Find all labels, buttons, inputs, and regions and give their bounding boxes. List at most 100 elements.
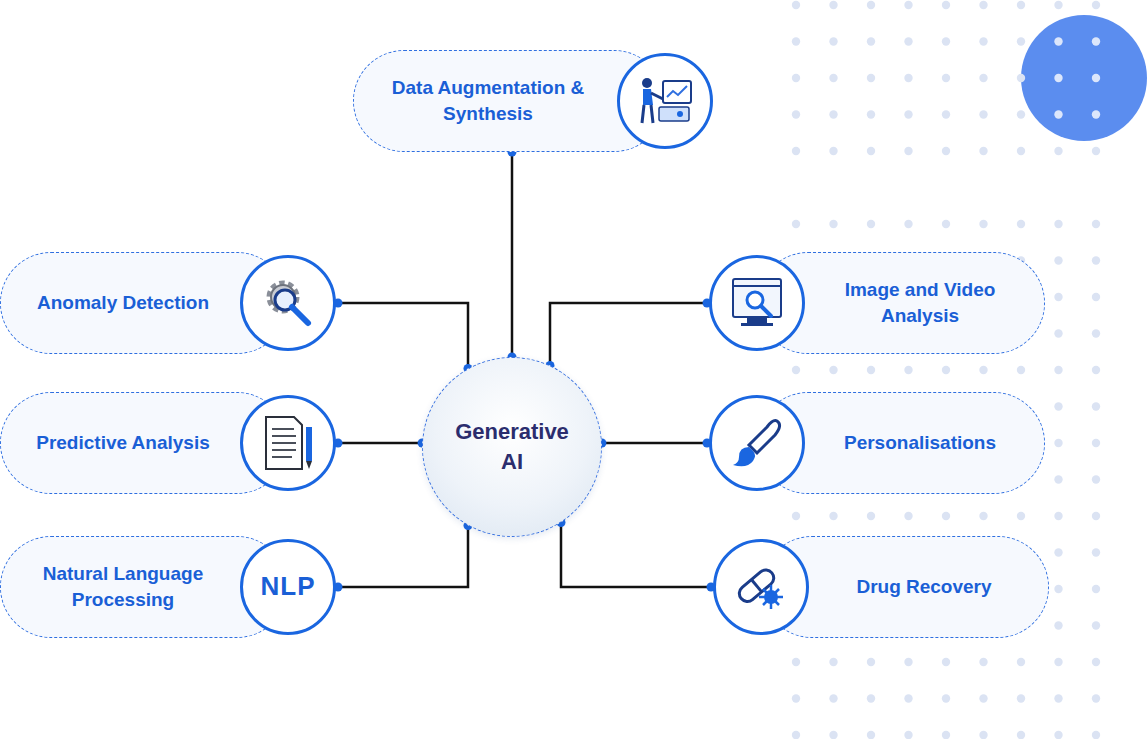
topic-pill: Data Augmentation & Synthesis <box>353 50 715 152</box>
decor-dot <box>979 658 987 666</box>
icon-text-node: NLP <box>243 542 333 632</box>
topic-icon <box>635 71 695 131</box>
decor-dot <box>1092 439 1100 447</box>
node-label: Personalisations <box>844 430 996 456</box>
decor-dot <box>904 658 912 666</box>
decor-dot <box>979 147 987 155</box>
decor-dot <box>904 694 912 702</box>
decor-dot <box>979 694 987 702</box>
decor-dot <box>1017 366 1025 374</box>
icon-circle: NLP <box>240 539 336 635</box>
decor-dot <box>1092 293 1100 301</box>
decor-dot <box>829 512 837 520</box>
decor-dot <box>1017 512 1025 520</box>
decor-dot <box>867 74 875 82</box>
decor-dot <box>904 37 912 45</box>
decor-dot <box>979 731 987 739</box>
decor-dot <box>1092 37 1100 45</box>
decor-dot <box>1017 694 1025 702</box>
decor-dot <box>829 731 837 739</box>
decor-dot <box>1054 548 1062 556</box>
connector-line <box>511 152 514 357</box>
decor-dot <box>942 110 950 118</box>
decor-dot <box>904 1 912 9</box>
decor-dot <box>867 220 875 228</box>
decor-dot <box>1054 37 1062 45</box>
decor-dot <box>792 110 800 118</box>
decor-dot <box>942 37 950 45</box>
topic-pill: Natural Language ProcessingNLP <box>0 536 338 638</box>
decor-dot <box>942 74 950 82</box>
decor-dot <box>792 1 800 9</box>
decor-dot <box>942 512 950 520</box>
decor-dot <box>1092 694 1100 702</box>
decor-dot <box>792 366 800 374</box>
decor-dot <box>1092 74 1100 82</box>
decor-dot <box>979 512 987 520</box>
decor-dot <box>867 658 875 666</box>
connector-line <box>550 303 707 365</box>
icon-circle <box>709 255 805 351</box>
decor-dot <box>829 658 837 666</box>
decor-dot <box>1054 293 1062 301</box>
hub-circle: Generative AI <box>422 357 602 537</box>
decor-circle <box>1021 15 1147 141</box>
decor-dot <box>1054 585 1062 593</box>
node-label: Predictive Analysis <box>36 430 210 456</box>
decor-dot <box>829 147 837 155</box>
node-label: Natural Language Processing <box>14 561 232 612</box>
decor-dot <box>1054 74 1062 82</box>
decor-dot <box>904 147 912 155</box>
node-label: Drug Recovery <box>856 574 991 600</box>
topic-pill: Anomaly Detection <box>0 252 338 354</box>
decor-dot <box>792 37 800 45</box>
decor-dot <box>792 731 800 739</box>
decor-dot <box>792 658 800 666</box>
decor-dot <box>1092 658 1100 666</box>
decor-dot <box>904 110 912 118</box>
decor-dot <box>1017 110 1025 118</box>
decor-dot <box>1054 512 1062 520</box>
decor-dot <box>942 220 950 228</box>
icon-circle <box>240 395 336 491</box>
icon-circle <box>709 395 805 491</box>
decor-dot <box>942 658 950 666</box>
decor-dot <box>1054 694 1062 702</box>
topic-icon <box>258 413 318 473</box>
decor-dot <box>942 731 950 739</box>
decor-dot <box>867 37 875 45</box>
topic-icon <box>727 413 787 473</box>
decor-dot <box>1092 475 1100 483</box>
decor-dot <box>792 220 800 228</box>
decor-dot <box>1017 658 1025 666</box>
decor-dot <box>1092 256 1100 264</box>
decor-dot <box>1054 256 1062 264</box>
connector-line <box>338 442 422 445</box>
decor-dot <box>1092 220 1100 228</box>
decor-dot <box>904 731 912 739</box>
connector-line <box>338 526 468 587</box>
decor-dot <box>1054 366 1062 374</box>
decor-dot <box>1054 329 1062 337</box>
decor-dot <box>829 37 837 45</box>
decor-dot <box>867 147 875 155</box>
decor-dot <box>1054 220 1062 228</box>
decor-dot <box>829 366 837 374</box>
node-label: Image and Video Analysis <box>811 277 1029 328</box>
decor-dot <box>942 147 950 155</box>
decor-dot <box>867 731 875 739</box>
decor-dot <box>1092 1 1100 9</box>
decor-dot <box>1054 110 1062 118</box>
decor-dot <box>1092 731 1100 739</box>
decor-dot <box>792 74 800 82</box>
topic-pill: Predictive Analysis <box>0 392 338 494</box>
decor-dot <box>1054 731 1062 739</box>
topic-icon <box>258 273 318 333</box>
topic-icon <box>727 273 787 333</box>
decor-dot <box>979 220 987 228</box>
decor-dot <box>1092 585 1100 593</box>
icon-circle <box>617 53 713 149</box>
decor-dot <box>1092 366 1100 374</box>
decor-dot <box>942 366 950 374</box>
decor-dot <box>904 512 912 520</box>
